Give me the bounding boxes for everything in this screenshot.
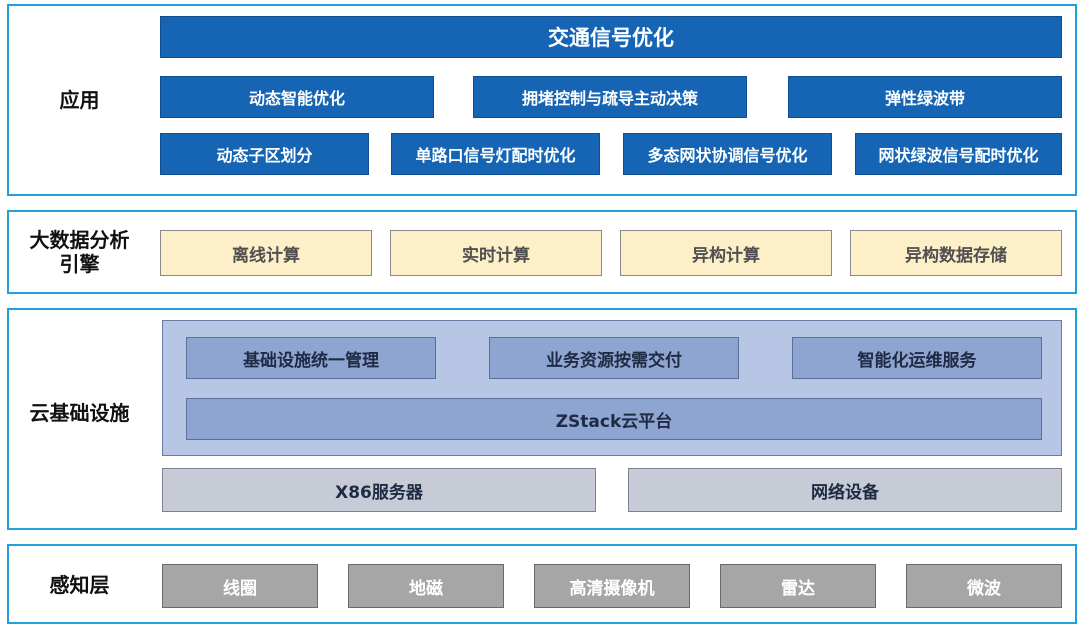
app-box-network-green-wave-timing: 网状绿波信号配时优化 [855, 133, 1062, 175]
app-box-multi-state-network-coordination: 多态网状协调信号优化 [623, 133, 832, 175]
cloud-service-intelligent-ops: 智能化运维服务 [792, 337, 1042, 379]
bigdata-box-offline-computing: 离线计算 [160, 230, 372, 276]
cloud-layer-label: 云基础设施 [29, 401, 130, 425]
application-layer-label: 应用 [59, 88, 100, 112]
traffic-signal-optimization-box: 交通信号优化 [160, 16, 1062, 58]
zstack-cloud-platform-box: ZStack云平台 [186, 398, 1042, 440]
hardware-box-x86-server: X86服务器 [162, 468, 596, 512]
hardware-box-network-equipment: 网络设备 [628, 468, 1062, 512]
cloud-service-on-demand-delivery: 业务资源按需交付 [489, 337, 739, 379]
sensor-box-microwave: 微波 [906, 564, 1062, 608]
cloud-service-unified-management: 基础设施统一管理 [186, 337, 436, 379]
app-box-dynamic-smart-optimization: 动态智能优化 [160, 76, 434, 118]
sensor-box-loop-coil: 线圈 [162, 564, 318, 608]
sensor-box-geomagnetic: 地磁 [348, 564, 504, 608]
app-box-congestion-control-decision: 拥堵控制与疏导主动决策 [473, 76, 747, 118]
app-box-single-intersection-timing: 单路口信号灯配时优化 [391, 133, 600, 175]
sensor-box-radar: 雷达 [720, 564, 876, 608]
sensor-box-hd-camera: 高清摄像机 [534, 564, 690, 608]
perception-layer-label: 感知层 [49, 573, 110, 597]
bigdata-box-heterogeneous-computing: 异构计算 [620, 230, 832, 276]
bigdata-box-realtime-computing: 实时计算 [390, 230, 602, 276]
app-box-elastic-green-wave: 弹性绿波带 [788, 76, 1062, 118]
app-box-dynamic-subzone: 动态子区划分 [160, 133, 369, 175]
bigdata-box-heterogeneous-storage: 异构数据存储 [850, 230, 1062, 276]
bigdata-layer-label: 大数据分析 引擎 [29, 228, 130, 276]
